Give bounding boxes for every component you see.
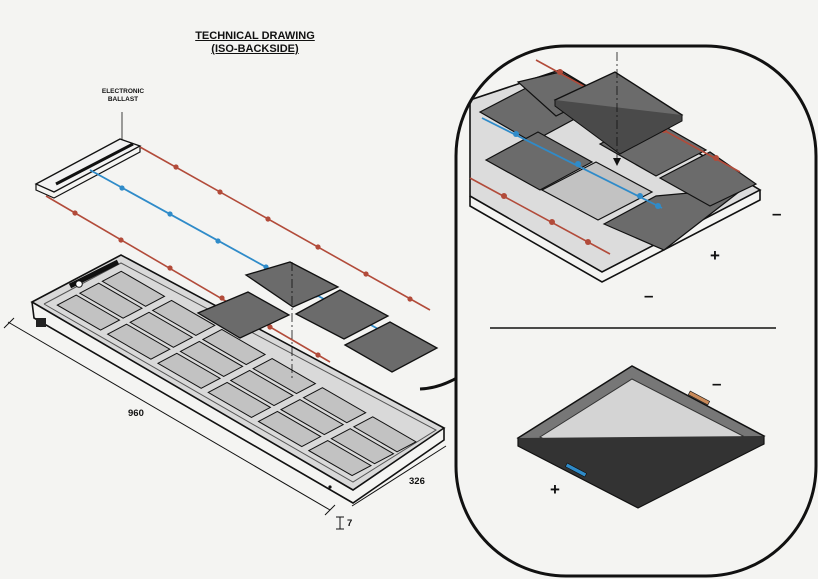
dimension-width-label: 326 bbox=[409, 476, 425, 487]
wire-marker-red bbox=[363, 271, 369, 277]
tray-foot bbox=[36, 318, 46, 327]
zoom-tray-side bbox=[469, 190, 761, 283]
title-line-2: (ISO-BACKSIDE) bbox=[211, 43, 299, 55]
zoom-marker-blue bbox=[575, 161, 581, 167]
tray-cell bbox=[307, 440, 373, 477]
dim-width-line bbox=[351, 445, 447, 507]
exploded-panel bbox=[343, 321, 439, 373]
detail-zoom-content bbox=[456, 46, 816, 576]
tray-cell bbox=[252, 358, 317, 395]
wire-marker-red bbox=[219, 295, 225, 301]
wire-marker-red bbox=[407, 296, 413, 302]
wire-marker-red bbox=[217, 189, 223, 195]
tray-cell bbox=[279, 399, 345, 436]
dim-length-tick-a bbox=[3, 317, 15, 329]
zoom-arrow-head bbox=[613, 158, 621, 166]
wire-marker-red bbox=[173, 164, 179, 170]
wire-marker-red bbox=[118, 237, 124, 243]
dimension-lines bbox=[3, 317, 447, 530]
zoom-marker-red bbox=[585, 239, 591, 245]
wire-red-upper bbox=[139, 146, 431, 311]
tray-cell bbox=[78, 282, 144, 319]
terminal-positive bbox=[564, 462, 588, 478]
zoom-cell bbox=[484, 131, 594, 191]
wire-marker-blue bbox=[119, 185, 125, 191]
tray-cell bbox=[151, 299, 216, 336]
zoom-cell bbox=[540, 161, 654, 221]
zoom-marker-red bbox=[501, 193, 507, 199]
zoom-blue-wire bbox=[481, 117, 663, 209]
single-panel-side bbox=[517, 436, 765, 509]
zoom-marker-red bbox=[713, 155, 719, 161]
ballast-slot bbox=[55, 142, 134, 186]
tray-cell bbox=[229, 369, 294, 407]
detail-callout bbox=[419, 44, 818, 578]
zoom-positive-sign: + bbox=[710, 246, 720, 265]
tray-cell bbox=[207, 381, 272, 418]
tray-cells bbox=[56, 270, 418, 477]
ballast-label-line-2: BALLAST bbox=[107, 96, 139, 103]
wire-marker-red bbox=[265, 216, 271, 222]
wire-marker-blue bbox=[167, 211, 173, 217]
ballast-assembly bbox=[34, 112, 142, 199]
zoom-negative-sign-b: – bbox=[772, 204, 782, 223]
tray-cell bbox=[101, 270, 166, 307]
tray-assembly bbox=[30, 254, 446, 504]
zoom-marker-blue bbox=[513, 131, 519, 137]
exploded-panel bbox=[196, 291, 291, 339]
panel-negative-sign: – bbox=[712, 374, 722, 393]
wire-marker-red bbox=[267, 324, 273, 330]
zoom-floating-panel-side bbox=[554, 100, 683, 155]
ballast-label-line-1: ELECTRONIC bbox=[101, 88, 145, 95]
terminal-negative bbox=[687, 390, 711, 406]
tray-cell bbox=[129, 311, 194, 348]
tray-cell bbox=[257, 410, 322, 448]
zoom-negative-sign-a: – bbox=[644, 286, 654, 305]
dim-length-line bbox=[7, 321, 331, 511]
tray-cell bbox=[302, 387, 367, 424]
exploded-panels bbox=[196, 261, 439, 373]
mounting-hole bbox=[75, 280, 83, 288]
zoom-marker-red bbox=[549, 219, 555, 225]
drawing-title: TECHNICAL DRAWING (ISO-BACKSIDE) bbox=[150, 30, 360, 56]
wire-marker-red bbox=[315, 352, 321, 358]
zoom-cell bbox=[658, 151, 758, 207]
tray-cell bbox=[201, 328, 267, 366]
wire-marker-blue bbox=[215, 238, 221, 244]
ballast-label: ELECTRONIC BALLAST bbox=[88, 88, 158, 104]
wire-marker-red bbox=[167, 265, 173, 271]
title-line-1: TECHNICAL DRAWING bbox=[195, 30, 315, 42]
tray-cell bbox=[156, 352, 222, 389]
zoom-marker-red bbox=[557, 69, 563, 75]
screw-point bbox=[328, 485, 332, 489]
wire-red-lower bbox=[45, 195, 331, 363]
tray-cell bbox=[352, 416, 418, 453]
tray-cell bbox=[330, 428, 395, 465]
tray-cell bbox=[56, 294, 121, 331]
wire-marker-red bbox=[315, 244, 321, 250]
panel-positive-sign: + bbox=[550, 480, 560, 499]
zoom-marker-blue bbox=[637, 193, 643, 199]
dimension-length-label: 960 bbox=[128, 408, 144, 419]
wire-marker-red bbox=[72, 210, 78, 216]
tray-cell bbox=[179, 340, 244, 377]
dim-length-tick-b bbox=[324, 504, 336, 516]
exploded-panel bbox=[294, 289, 390, 340]
zoom-marker-blue bbox=[655, 203, 661, 209]
dimension-height-label: 7 bbox=[347, 518, 353, 529]
tray-side bbox=[31, 301, 445, 504]
ballast-side bbox=[35, 146, 141, 199]
tray-cell bbox=[106, 323, 171, 360]
tray-inner-rim bbox=[43, 262, 437, 483]
detail-bubble bbox=[454, 44, 818, 578]
